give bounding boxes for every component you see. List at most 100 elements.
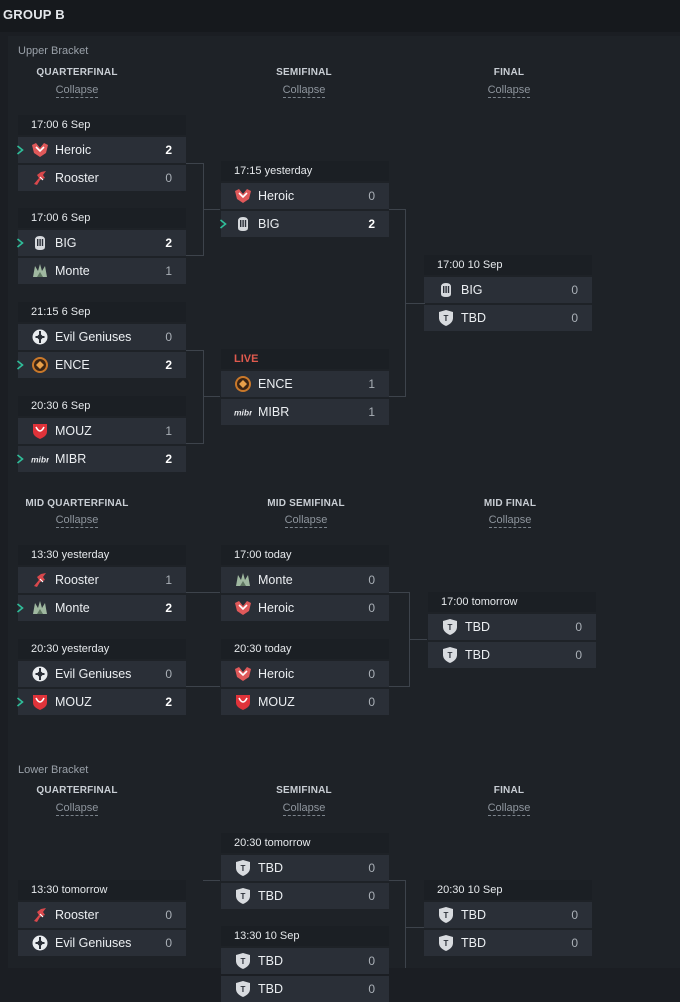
team-score: 2 [165,358,172,372]
heroic-logo-icon [234,666,252,682]
collapse-toggle-lower-semifinal[interactable]: Collapse [224,802,384,816]
collapse-toggle-upper-semifinal[interactable]: Collapse [224,84,384,98]
team-name: Evil Geniuses [55,330,132,344]
match-time: 20:30 6 Sep [18,396,186,416]
mouz-logo-icon [32,423,48,440]
team-name: Monte [55,601,90,615]
team-score: 0 [571,908,578,922]
team-name: Rooster [55,573,99,587]
collapse-toggle-mid-quarterfinal[interactable]: Collapse [0,514,157,528]
group-header: GROUP B [0,0,680,32]
team-name: Rooster [55,908,99,922]
collapse-label[interactable]: Collapse [284,514,328,528]
collapse-label[interactable]: Collapse [487,802,531,816]
collapse-label[interactable]: Collapse [488,514,532,528]
match-time: 13:30 10 Sep [221,926,389,946]
collapse-toggle-upper-quarterfinal[interactable]: Collapse [0,84,157,98]
rooster-logo-icon [33,907,47,923]
team-score: 0 [368,667,375,681]
collapse-label[interactable]: Collapse [55,514,99,528]
heroic-logo-icon [234,188,252,204]
collapse-toggle-lower-final[interactable]: Collapse [429,802,589,816]
team-score: 0 [165,908,172,922]
bracket-connectors [186,163,427,968]
winner-arrow-icon [16,603,24,613]
collapse-toggle-mid-semifinal[interactable]: Collapse [226,514,386,528]
team-row[interactable]: Rooster 1 [18,567,186,593]
collapse-toggle-mid-final[interactable]: Collapse [430,514,590,528]
team-name: MOUZ [258,695,295,709]
evil-geniuses-logo-icon [31,328,49,346]
collapse-label[interactable]: Collapse [282,802,326,816]
collapse-toggle-lower-quarterfinal[interactable]: Collapse [0,802,157,816]
team-name: MIBR [258,405,290,419]
team-score: 0 [571,311,578,325]
team-row[interactable]: Rooster 0 [18,902,186,928]
round-title-mid-quarterfinal: MID QUARTERFINAL [25,498,129,509]
heroic-logo-icon [31,142,49,158]
group-title: GROUP B [3,7,65,22]
match-time: 17:15 yesterday [221,161,389,181]
ence-logo-icon [32,357,48,373]
mibr-logo-icon [234,407,252,418]
monte-logo-icon [33,264,47,277]
collapse-toggle-upper-final[interactable]: Collapse [429,84,589,98]
collapse-label[interactable]: Collapse [55,802,99,816]
mouz-logo-icon [235,694,251,711]
team-score: 1 [165,573,172,587]
round-title-upper-semifinal: SEMIFINAL [276,67,332,78]
collapse-label[interactable]: Collapse [282,84,326,98]
team-name: MOUZ [55,695,92,709]
collapse-label[interactable]: Collapse [55,84,99,98]
match-time: 17:00 6 Sep [18,208,186,228]
tbd-logo-icon [236,860,250,876]
collapse-label[interactable]: Collapse [487,84,531,98]
